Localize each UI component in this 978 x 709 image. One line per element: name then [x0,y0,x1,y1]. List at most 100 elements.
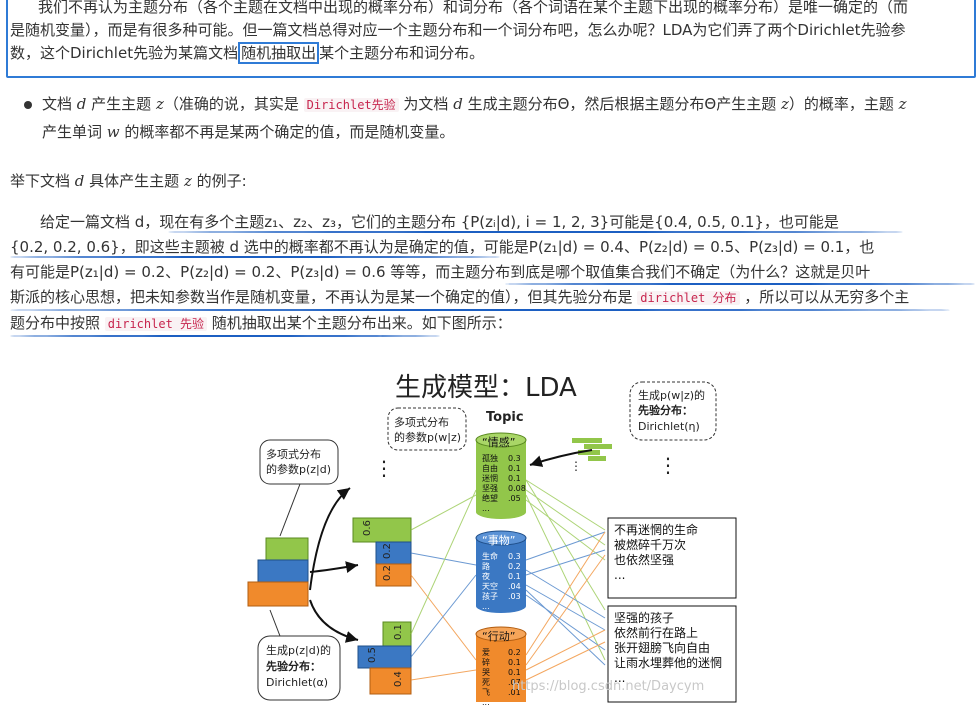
topic-word-prob: 0.3 [508,552,521,561]
p3-line-2: {0.2, 0.2, 0.6}，即这些主题被 d 选中的概率都不再认为是确定的值… [10,238,875,256]
inline-code: Dirichlet先验 [303,98,399,112]
topic-word: 自由 [482,463,498,473]
topic-word: 迷惘 [482,473,498,483]
topic-word: 绝望 [482,493,498,503]
topic-word: 孩子 [482,591,498,601]
doc2-line: 依然前行在路上 [614,625,698,640]
callout-line: 生成p(w|z)的 [638,388,705,402]
p3-line-4: 斯派的核心思想，把未知参数当作是随机变量，不再认为是某一个确定的值），但其先验分… [10,285,976,311]
p3-text: 随机抽取出某个主题分布出来。如下图所示： [207,314,512,332]
bullet-text: 生成主题分布Θ，然后根据主题分布Θ产生主题 [462,95,781,113]
bullet-text: 的概率都不再是某两个确定的值，而是随机变量。 [119,123,455,141]
topic-word-prob: 0.1 [508,668,521,677]
topic-word: 死 [482,678,490,687]
math-z: z [898,95,907,113]
doc1-line: 也依然坚强 [614,552,674,567]
bullet-text: 为文档 [398,95,454,113]
topic-word-prob: 0.08 [508,484,526,493]
ellipsis-dots: ⋮ [374,456,394,480]
bar-label: 0.5 [367,647,378,663]
topic-word: 爱 [482,648,490,657]
callout-line: 的参数p(w|z) [394,430,461,444]
paragraph-3: 给定一篇文档 d，现在有多个主题z₁、z₂、z₃，它们的主题分布 {P(zᵢ|d… [10,210,976,337]
doc2-line: ... [614,671,625,685]
bar-label: 0.1 [393,624,404,640]
topic-word-prob: 0.3 [508,454,521,463]
bar-label: 0.2 [382,565,393,581]
callout-line: 先验分布： [266,659,321,673]
callout-line: 生成p(z|d)的 [266,643,331,657]
paragraph-1-line-2: 是随机变量），而是有很多种可能。但一篇文档总得对应一个主题分布和一个词分布吧，怎… [10,21,906,39]
topic-word-prob: 0.1 [508,658,521,667]
math-d: d [453,95,463,113]
ellipsis-dots: ⋮ [570,459,582,473]
inline-code: dirichlet 分布 [637,291,740,305]
math-d: d [76,95,87,113]
callout-line: Dirichlet(α) [266,676,328,689]
line-3-post: 某个主题分布和词分布。 [319,44,485,62]
topic-word: 生命 [482,551,498,561]
math-w: w [106,123,120,141]
intro-text: 具体产生主题 [84,172,184,190]
topic-word-prob: 0.2 [508,562,521,571]
dirichlet-eta-stack [572,438,612,461]
callout-prior-topic: 生成p(z|d)的 先验分布： Dirichlet(α) [257,635,341,701]
p3-text: 题分布中按照 [10,314,105,332]
doc2-line: 坚强的孩子 [614,610,674,625]
dirichlet-alpha-stack [247,537,309,607]
topic-word-prob: 0.2 [508,648,521,657]
connection-lines [410,479,606,681]
doc2-line: 张开翅膀飞向自由 [614,640,710,655]
topic-word: 天空 [482,581,498,591]
callout-line: 的参数p(z|d) [266,462,331,476]
p3-text: ，所以可以从无穷多个主 [739,288,910,306]
topic-word-prob: 0.1 [508,474,521,483]
ellipsis-dots: ⋮ [658,453,678,477]
paragraph-1-line-3: 数，这个Dirichlet先验为某篇文档随机抽取出某个主题分布和词分布。 [10,42,972,65]
bullet-text: 产生主题 [86,95,156,113]
topic-word: 碎 [482,657,490,667]
bar-label: 0.6 [362,520,373,536]
p3-line-5: 题分布中按照 dirichlet 先验 随机抽取出某个主题分布出来。如下图所示： [10,311,976,337]
doc1-line: 被燃碎千万次 [614,537,686,552]
underline-mark [505,283,975,285]
topic-bars-doc1: 0.6 0.2 0.2 [352,517,412,587]
bullet-line-1: 文档 d 产生主题 z（准确的说，其实是 Dirichlet先验 为文档 d 生… [42,93,972,117]
topic-word: ... [482,504,490,513]
p3-text: 斯派的核心思想，把未知参数当作是随机变量，不再认为是某一个确定的值），但其先验分… [10,288,638,306]
math-z: z [155,95,164,113]
underline-mark [168,231,903,233]
bullet-item: 文档 d 产生主题 z（准确的说，其实是 Dirichlet先验 为文档 d 生… [42,93,972,144]
topic-word-prob: .05 [508,494,521,503]
topic-label: Topic [486,410,524,425]
topic-word: 夜 [482,571,490,581]
example-intro: 举下文档 d 具体产生主题 z 的例子: [10,170,247,193]
underline-mark [10,335,440,337]
topic-name: “事物” [482,533,515,547]
bullet-text: ）的概率，主题 [788,95,899,113]
math-z: z [183,172,192,190]
doc2-line: 让雨水埋葬他的迷惘 [614,655,722,670]
underline-mark [10,256,500,258]
math-z: z [780,95,789,113]
topic-cylinder-action: “行动” [475,626,527,702]
topic-word: ... [482,602,490,611]
topic-word: ... [482,698,490,705]
topic-word: 哭 [482,668,490,677]
callout-line: 多项式分布 [266,447,321,461]
topic-word-prob: 0.1 [508,464,521,473]
document-box-2: 坚强的孩子 依然前行在路上 张开翅膀飞向自由 让雨水埋葬他的迷惘 ... [607,605,737,703]
bullet-text: 产生单词 [42,123,107,141]
topic-name: “情感” [482,436,515,449]
paragraph-1: 我们不再认为主题分布（各个主题在文档中出现的概率分布）和词分布（各个词语在某个主… [10,0,972,65]
intro-text: 的例子: [191,172,247,190]
inline-code: dirichlet 先验 [104,317,208,331]
topic-cylinder-emotion: “情感” [475,432,527,519]
math-d: d [74,172,85,190]
bar-label: 0.2 [382,543,393,559]
figure-title: 生成模型：LDA [395,373,577,403]
highlight-box-paragraph [6,0,976,78]
p3-line-3: 有可能是P(z₁|d) = 0.2、P(z₂|d) = 0.2、P(z₃|d) … [10,263,871,281]
topic-word-prob: .04 [508,582,521,591]
